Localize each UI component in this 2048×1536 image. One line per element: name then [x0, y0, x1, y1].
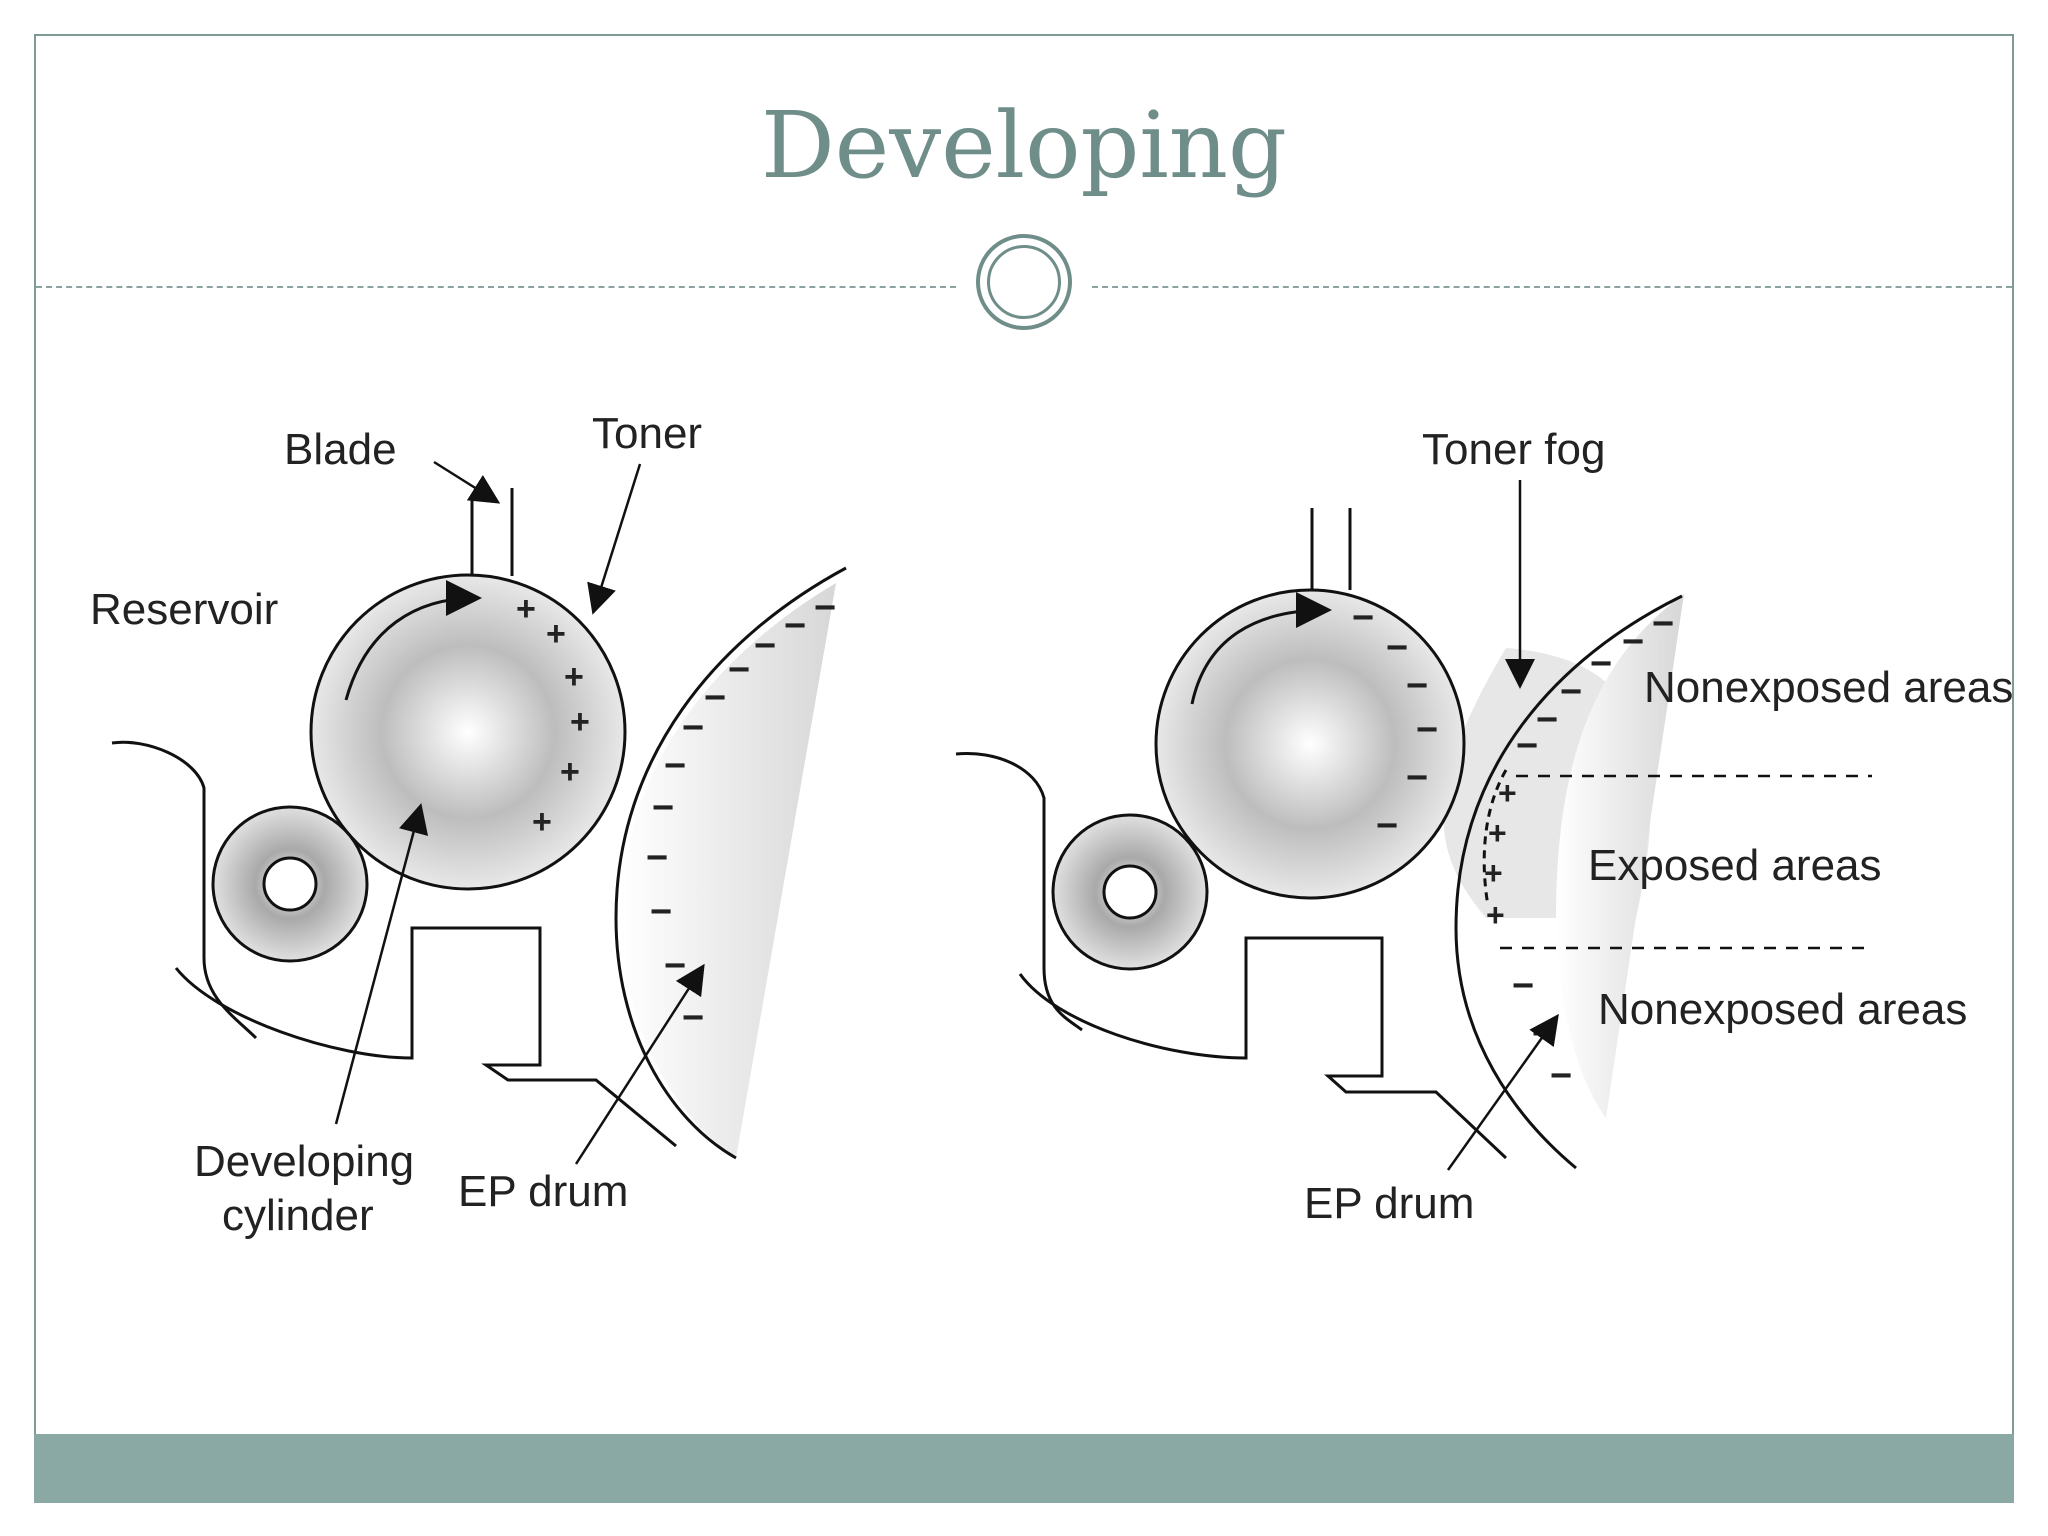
label-developing-1: Developing: [194, 1137, 414, 1186]
right-exposed-dotted-edge: [1482, 769, 1508, 907]
label-ep-drum-right: EP drum: [1304, 1179, 1474, 1228]
right-reservoir-floor: [1018, 936, 1508, 1160]
charge-minus: −: [664, 745, 686, 787]
developing-diagram-svg: + + + + + + − − − − − − − − − − − − Blad…: [90, 409, 2013, 1240]
slide-title: Developing: [761, 92, 1287, 199]
left-blade-pointer: [433, 460, 501, 504]
left-developing-cylinder: [309, 573, 627, 891]
left-toner-pointer: [587, 463, 642, 615]
charge-minus: −: [1376, 805, 1398, 847]
charge-minus: −: [1516, 725, 1538, 767]
left-reservoir-floor: [174, 926, 677, 1148]
charge-minus: −: [1652, 603, 1674, 645]
charge-minus: −: [1550, 1055, 1572, 1097]
charge-minus: −: [1386, 627, 1408, 669]
right-drum-charges: − − − − − − − − −: [1512, 603, 1674, 1097]
left-cylinder-pointer: [334, 803, 429, 1125]
circle-ornament: [976, 234, 1072, 330]
charge-plus: +: [1486, 897, 1505, 933]
charge-plus: +: [1498, 775, 1517, 811]
left-small-roller-hub: [262, 856, 318, 912]
right-small-roller-hub: [1102, 864, 1158, 920]
right-rotation-arrow: [1190, 592, 1332, 705]
charge-plus: +: [1484, 855, 1503, 891]
charge-minus: −: [652, 787, 674, 829]
charge-plus: +: [564, 658, 584, 696]
left-diagram: + + + + + + − − − − − − − − − − − − Blad…: [90, 409, 847, 1240]
left-drum-pointer: [574, 963, 705, 1165]
label-blade: Blade: [284, 425, 397, 474]
charge-minus: −: [1406, 757, 1428, 799]
left-reservoir-wall: [111, 740, 258, 1040]
charge-minus: −: [1512, 965, 1534, 1007]
charge-plus: +: [1488, 815, 1507, 851]
charge-minus: −: [682, 707, 704, 749]
charge-minus: −: [1536, 699, 1558, 741]
charge-minus: −: [1622, 621, 1644, 663]
charge-plus: +: [546, 615, 566, 653]
charge-minus: −: [784, 605, 806, 647]
label-toner: Toner: [592, 409, 702, 458]
charge-minus: −: [728, 649, 750, 691]
charge-plus: +: [560, 753, 580, 791]
charge-minus: −: [646, 837, 668, 879]
charge-minus: −: [664, 945, 686, 987]
right-diagram: − − − − − − − − − − − − − − − + + + +: [955, 425, 2013, 1228]
label-toner-fog: Toner fog: [1422, 425, 1605, 474]
label-developing-2: cylinder: [222, 1191, 374, 1240]
left-ep-drum: [614, 566, 847, 1160]
label-nonexposed-bottom: Nonexposed areas: [1598, 985, 1967, 1034]
right-reservoir-wall: [955, 751, 1083, 1032]
left-drum-charges: − − − − − − − − − − − −: [646, 587, 836, 1039]
charge-minus: −: [1560, 671, 1582, 713]
label-exposed: Exposed areas: [1588, 841, 1882, 890]
charge-minus: −: [1406, 665, 1428, 707]
right-ep-drum: [1454, 594, 1683, 1170]
charge-minus: −: [1352, 597, 1374, 639]
label-nonexposed-top: Nonexposed areas: [1644, 663, 2012, 712]
charge-minus: −: [754, 625, 776, 667]
label-reservoir: Reservoir: [90, 585, 278, 634]
charge-minus: −: [650, 891, 672, 933]
left-drum-shading: [621, 583, 836, 1158]
right-drum-pointer: [1446, 1013, 1559, 1171]
charge-plus: +: [532, 803, 552, 841]
charge-minus: −: [814, 587, 836, 629]
divider-right: [1092, 286, 2012, 288]
divider-left: [36, 286, 956, 288]
charge-plus: +: [570, 703, 590, 741]
left-rotation-arrow: [344, 580, 482, 701]
charge-plus: +: [516, 590, 536, 628]
charge-minus: −: [704, 677, 726, 719]
right-developing-cylinder: [1154, 588, 1466, 900]
left-cylinder-charges: + + + + + +: [516, 590, 590, 841]
label-ep-drum-left: EP drum: [458, 1167, 628, 1216]
charge-minus: −: [682, 997, 704, 1039]
right-cylinder-charges: − − − − − −: [1352, 597, 1438, 847]
charge-minus: −: [1590, 643, 1612, 685]
footer-bar: [34, 1434, 2014, 1503]
charge-minus: −: [1416, 709, 1438, 751]
developing-figure: + + + + + + − − − − − − − − − − − − Blad…: [36, 358, 2013, 1268]
right-drum-shading: [1556, 594, 1684, 1118]
right-exposed-charges: + + + +: [1484, 775, 1517, 933]
